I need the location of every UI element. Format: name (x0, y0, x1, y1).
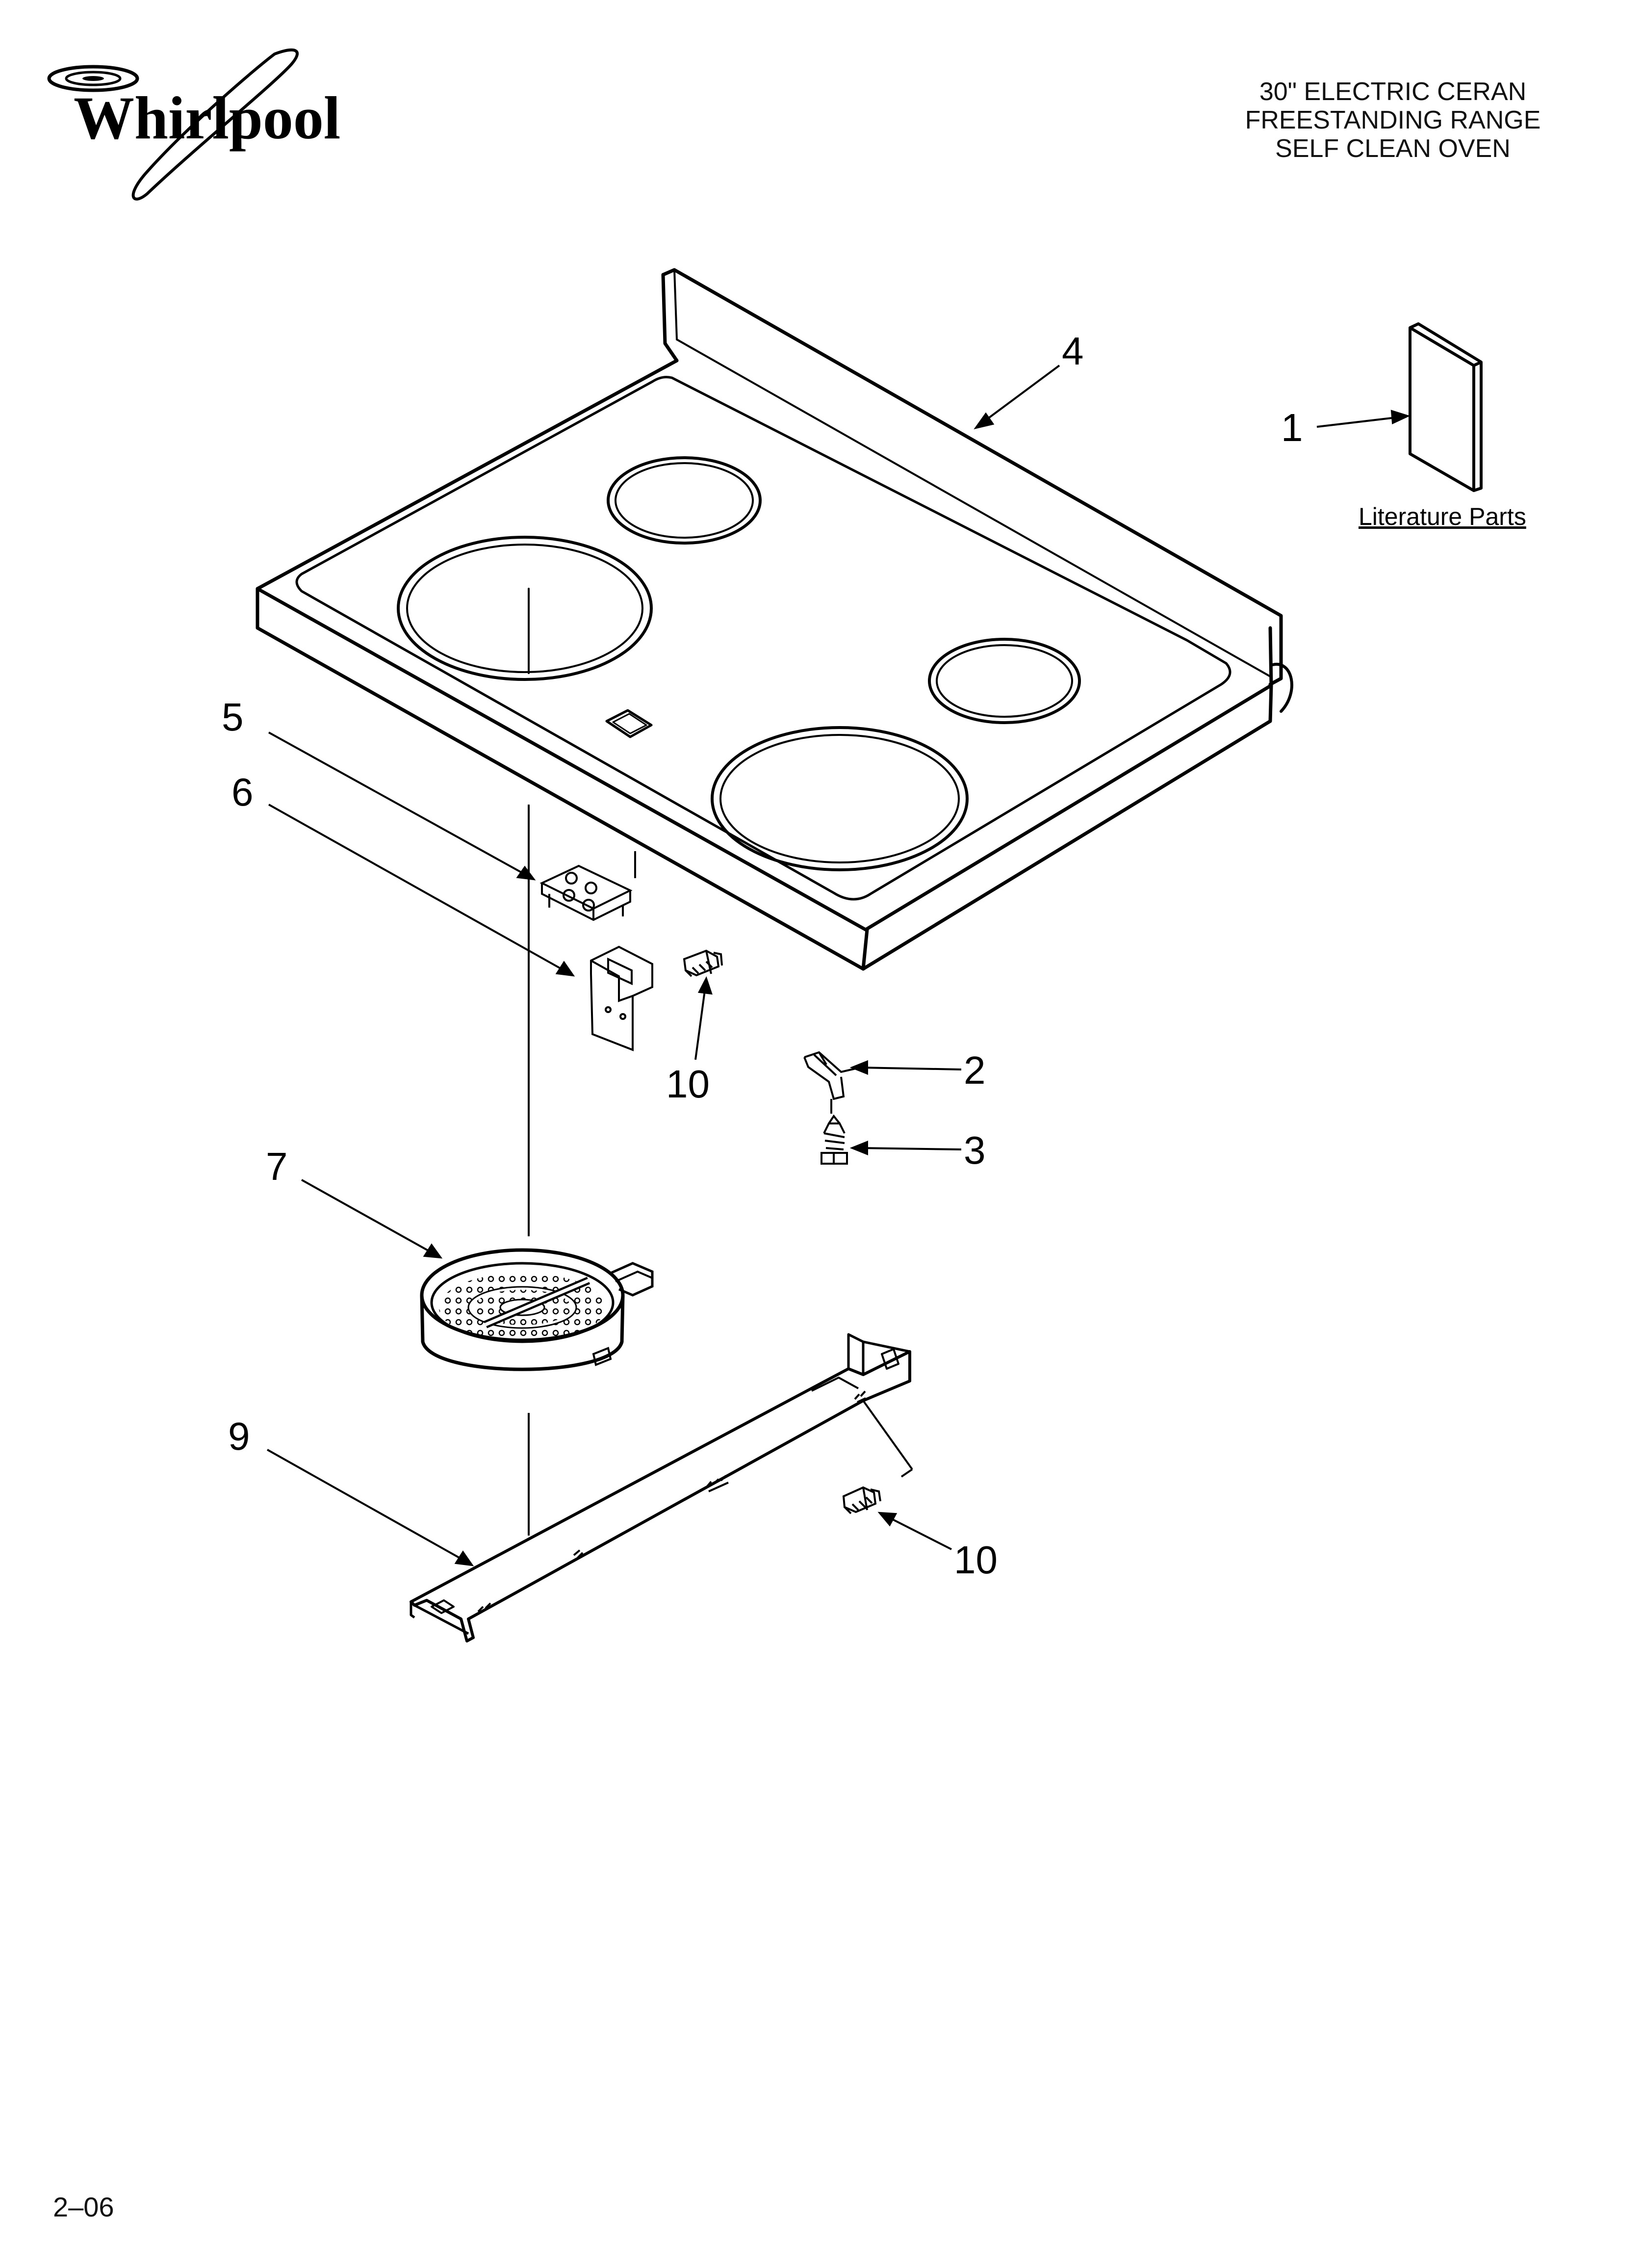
callout-6: 6 (231, 770, 254, 814)
title-line-1: 30" ELECTRIC CERAN (1259, 78, 1527, 106)
title-line-2: FREESTANDING RANGE (1245, 106, 1541, 134)
cooktop-glass (256, 268, 1293, 971)
screw-upper-part (683, 949, 723, 977)
mounting-clip-part (803, 1051, 856, 1114)
callout-9: 9 (228, 1414, 250, 1458)
callout-4: 4 (1062, 329, 1084, 373)
callout-3: 3 (964, 1128, 986, 1172)
whirlpool-logo-graphic: Whirlpool (47, 48, 340, 201)
literature-parts-label: Literature Parts (1359, 503, 1526, 530)
radiant-element-part (420, 1248, 654, 1371)
title-line-3: SELF CLEAN OVEN (1275, 134, 1511, 163)
literature-booklet-part (1409, 322, 1483, 492)
screw-lower-part (842, 1486, 881, 1514)
diagram-title: 30" ELECTRIC CERAN FREESTANDING RANGE SE… (1206, 78, 1579, 163)
callout-10-lower: 10 (954, 1538, 998, 1582)
callout-7: 7 (266, 1145, 288, 1188)
callout-1: 1 (1281, 406, 1303, 449)
page-code: 2–06 (53, 2191, 114, 2222)
callout-5: 5 (222, 695, 244, 739)
callout-2: 2 (964, 1048, 986, 1092)
indicator-switch-part (539, 864, 633, 921)
switch-bracket-part (590, 945, 653, 1051)
screw-part-3 (821, 1114, 848, 1165)
element-support-bracket-part (410, 1333, 913, 1642)
leader-lines (267, 365, 1411, 1566)
callout-10-upper: 10 (666, 1062, 710, 1106)
